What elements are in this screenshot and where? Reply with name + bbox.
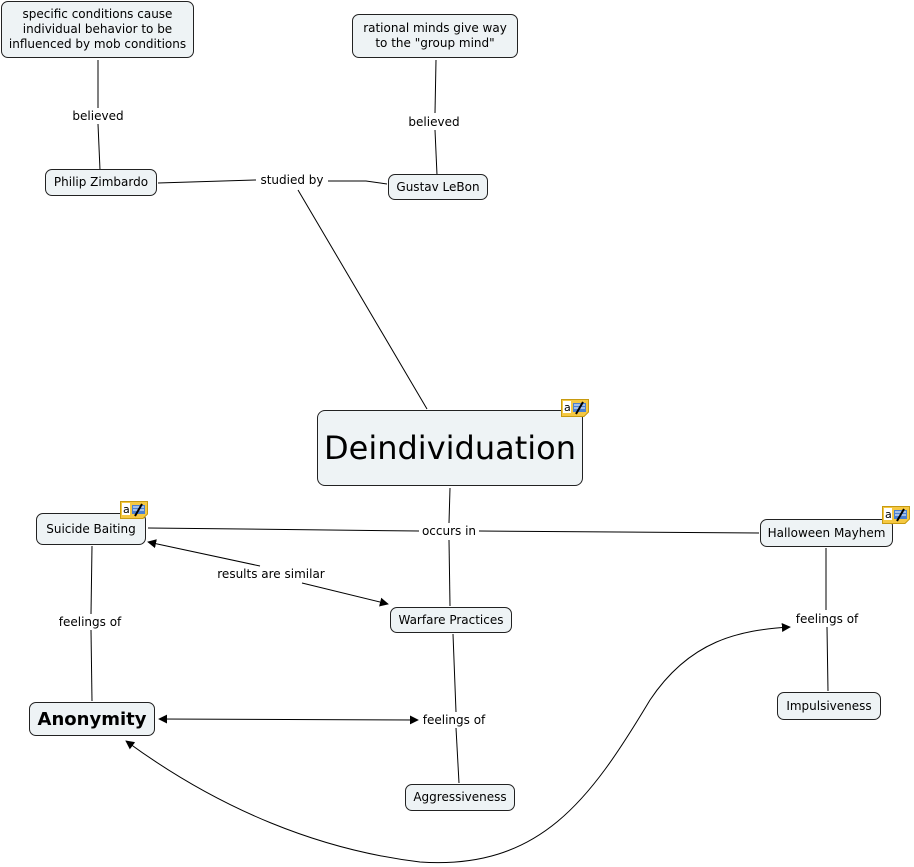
node-rational-minds[interactable]: rational minds give way to the "group mi…: [352, 14, 518, 58]
node-deindividuation[interactable]: Deindividuation: [317, 410, 583, 486]
node-impulsiveness[interactable]: Impulsiveness: [777, 692, 881, 720]
note-icon-deindividuation[interactable]: a: [561, 399, 589, 417]
label-occurs-in: occurs in: [419, 524, 479, 538]
label-believed-zimbardo: believed: [70, 109, 126, 123]
svg-text:a: a: [885, 508, 892, 521]
link-anonymity-feelings-curve: [125, 622, 791, 864]
svg-text:a: a: [123, 503, 130, 516]
link-warfare-feelings: [452, 633, 457, 713]
svg-text:a: a: [564, 401, 571, 414]
link-occurs-suicide: [147, 527, 420, 532]
link-results-warfare: [301, 582, 389, 607]
node-anonymity[interactable]: Anonymity: [29, 702, 155, 736]
link-feelings-anonymity: [90, 629, 93, 702]
note-icon-suicide-baiting[interactable]: a: [120, 501, 148, 519]
link-lebon-studied: [328, 180, 388, 185]
link-believed-lebon: [434, 129, 438, 176]
link-occurs-halloween: [478, 530, 760, 534]
note-icon-halloween-mayhem[interactable]: a: [882, 506, 910, 524]
link-zimbardo-studied: [157, 179, 257, 184]
label-feelings-of-warfare: feelings of: [420, 713, 488, 727]
link-deindividuation-occurs: [448, 487, 451, 524]
link-studied-deindividuation: [297, 189, 428, 410]
link-results-suicide: [147, 539, 261, 567]
label-studied-by: studied by: [258, 173, 326, 187]
link-occurs-warfare: [448, 539, 451, 607]
link-feelings-impulsiveness: [826, 626, 829, 692]
link-suicide-feelings: [90, 545, 93, 615]
node-gustav-lebon[interactable]: Gustav LeBon: [388, 174, 488, 200]
link-feelings-aggressiveness: [455, 727, 460, 784]
node-warfare-practices[interactable]: Warfare Practices: [390, 607, 512, 633]
node-aggressiveness[interactable]: Aggressiveness: [405, 784, 515, 811]
link-rational-believed: [434, 59, 437, 114]
node-philip-zimbardo[interactable]: Philip Zimbardo: [45, 169, 157, 196]
link-anonymity-feelings: [158, 714, 419, 725]
label-believed-lebon: believed: [406, 115, 462, 129]
label-feelings-of-suicide: feelings of: [56, 615, 124, 629]
node-halloween-mayhem[interactable]: Halloween Mayhem: [760, 519, 893, 547]
link-believed-zimbardo: [97, 123, 101, 171]
label-results-are-similar: results are similar: [215, 567, 327, 581]
label-feelings-of-halloween: feelings of: [793, 612, 861, 626]
node-specific-conditions[interactable]: specific conditions cause individual beh…: [1, 1, 194, 58]
